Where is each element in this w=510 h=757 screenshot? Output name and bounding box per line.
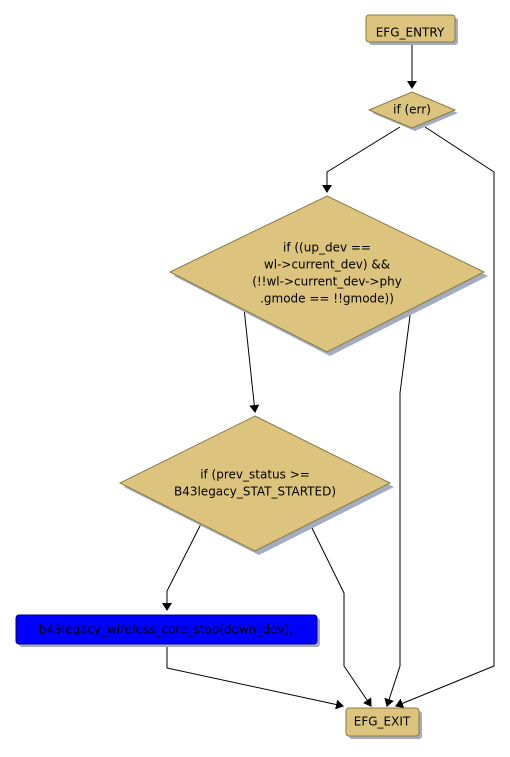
node-entry: EFG_ENTRY <box>365 14 458 45</box>
node-cond-dev: if ((up_dev == wl->current_dev) && (!!wl… <box>168 195 488 356</box>
cond-dev-line-2: wl->current_dev) && <box>264 258 390 272</box>
node-cond-status: if (prev_status >= B43legacy_STAT_STARTE… <box>118 415 394 555</box>
edge-dev-to-exit <box>384 307 412 707</box>
exit-label: EFG_EXIT <box>354 715 411 729</box>
cond-dev-line-4: .gmode == !!gmode)) <box>260 292 394 306</box>
node-cond-err: if (err) <box>367 91 458 131</box>
node-action-stop: b43legacy_wireless_core_stop(down_dev); <box>15 614 320 647</box>
edge-err-to-exit <box>395 126 495 708</box>
cond-dev-line-1: if ((up_dev == <box>283 241 371 255</box>
edge-status-to-exit <box>309 523 372 707</box>
edge-action-to-exit <box>166 644 344 710</box>
edges <box>162 45 495 710</box>
action-stop-label: b43legacy_wireless_core_stop(down_dev); <box>39 623 294 637</box>
cond-err-label: if (err) <box>393 103 431 117</box>
cond-status-line-1: if (prev_status >= <box>200 468 310 482</box>
edge-dev-to-status <box>243 307 260 413</box>
cond-dev-line-3: (!!wl->current_dev->phy <box>252 275 402 289</box>
cond-status-line-2: B43legacy_STAT_STARTED) <box>174 485 336 499</box>
edge-err-to-dev <box>322 126 401 193</box>
entry-label: EFG_ENTRY <box>376 26 445 40</box>
node-exit: EFG_EXIT <box>345 707 422 739</box>
edge-status-to-action <box>162 523 202 611</box>
